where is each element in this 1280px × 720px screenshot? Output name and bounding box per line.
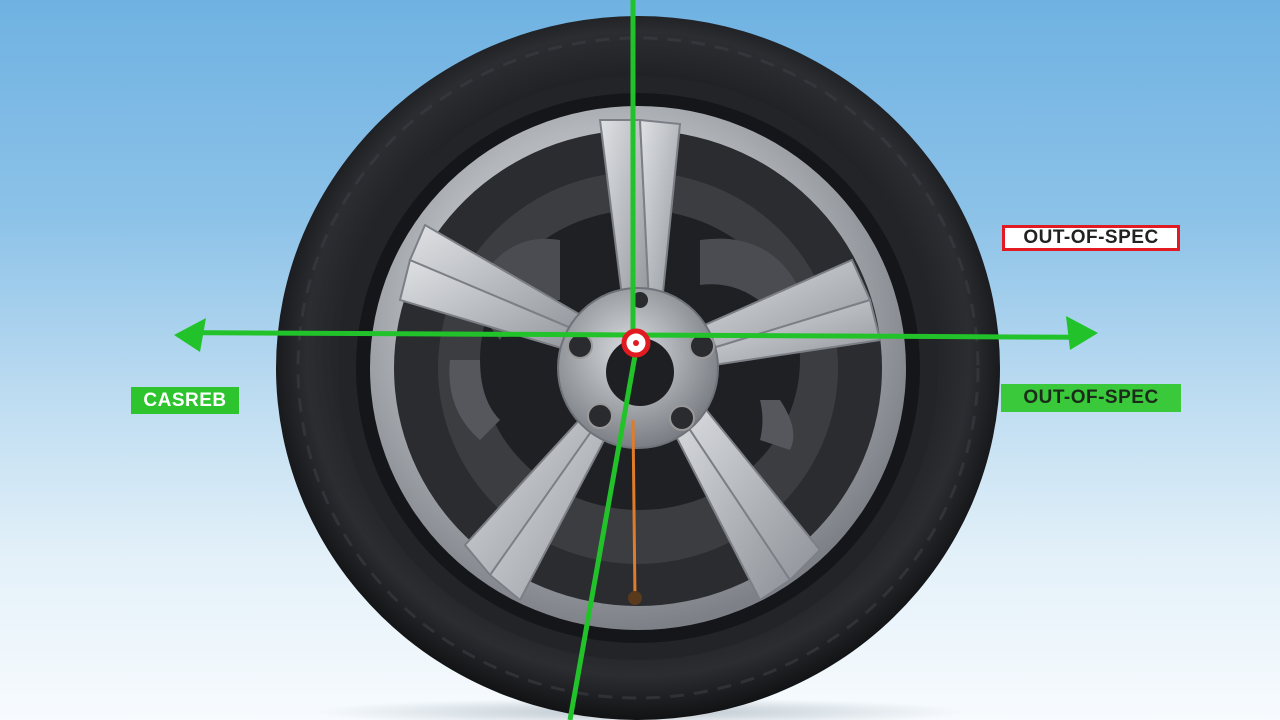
wheel-hub	[557, 287, 719, 449]
out-of-spec-warning-label: OUT-OF-SPEC	[1002, 225, 1180, 251]
out-of-spec-right-label: OUT-OF-SPEC	[1001, 384, 1181, 412]
center-marker-icon	[621, 328, 651, 358]
right-arrowhead-icon	[1066, 316, 1098, 350]
caster-pivot	[628, 591, 642, 605]
alloy-rim	[370, 106, 906, 630]
caster-line	[631, 419, 637, 599]
caster-left-label: CASREB	[131, 387, 239, 414]
tilted-camber-line	[567, 349, 639, 720]
left-arrowhead-icon	[174, 318, 206, 352]
